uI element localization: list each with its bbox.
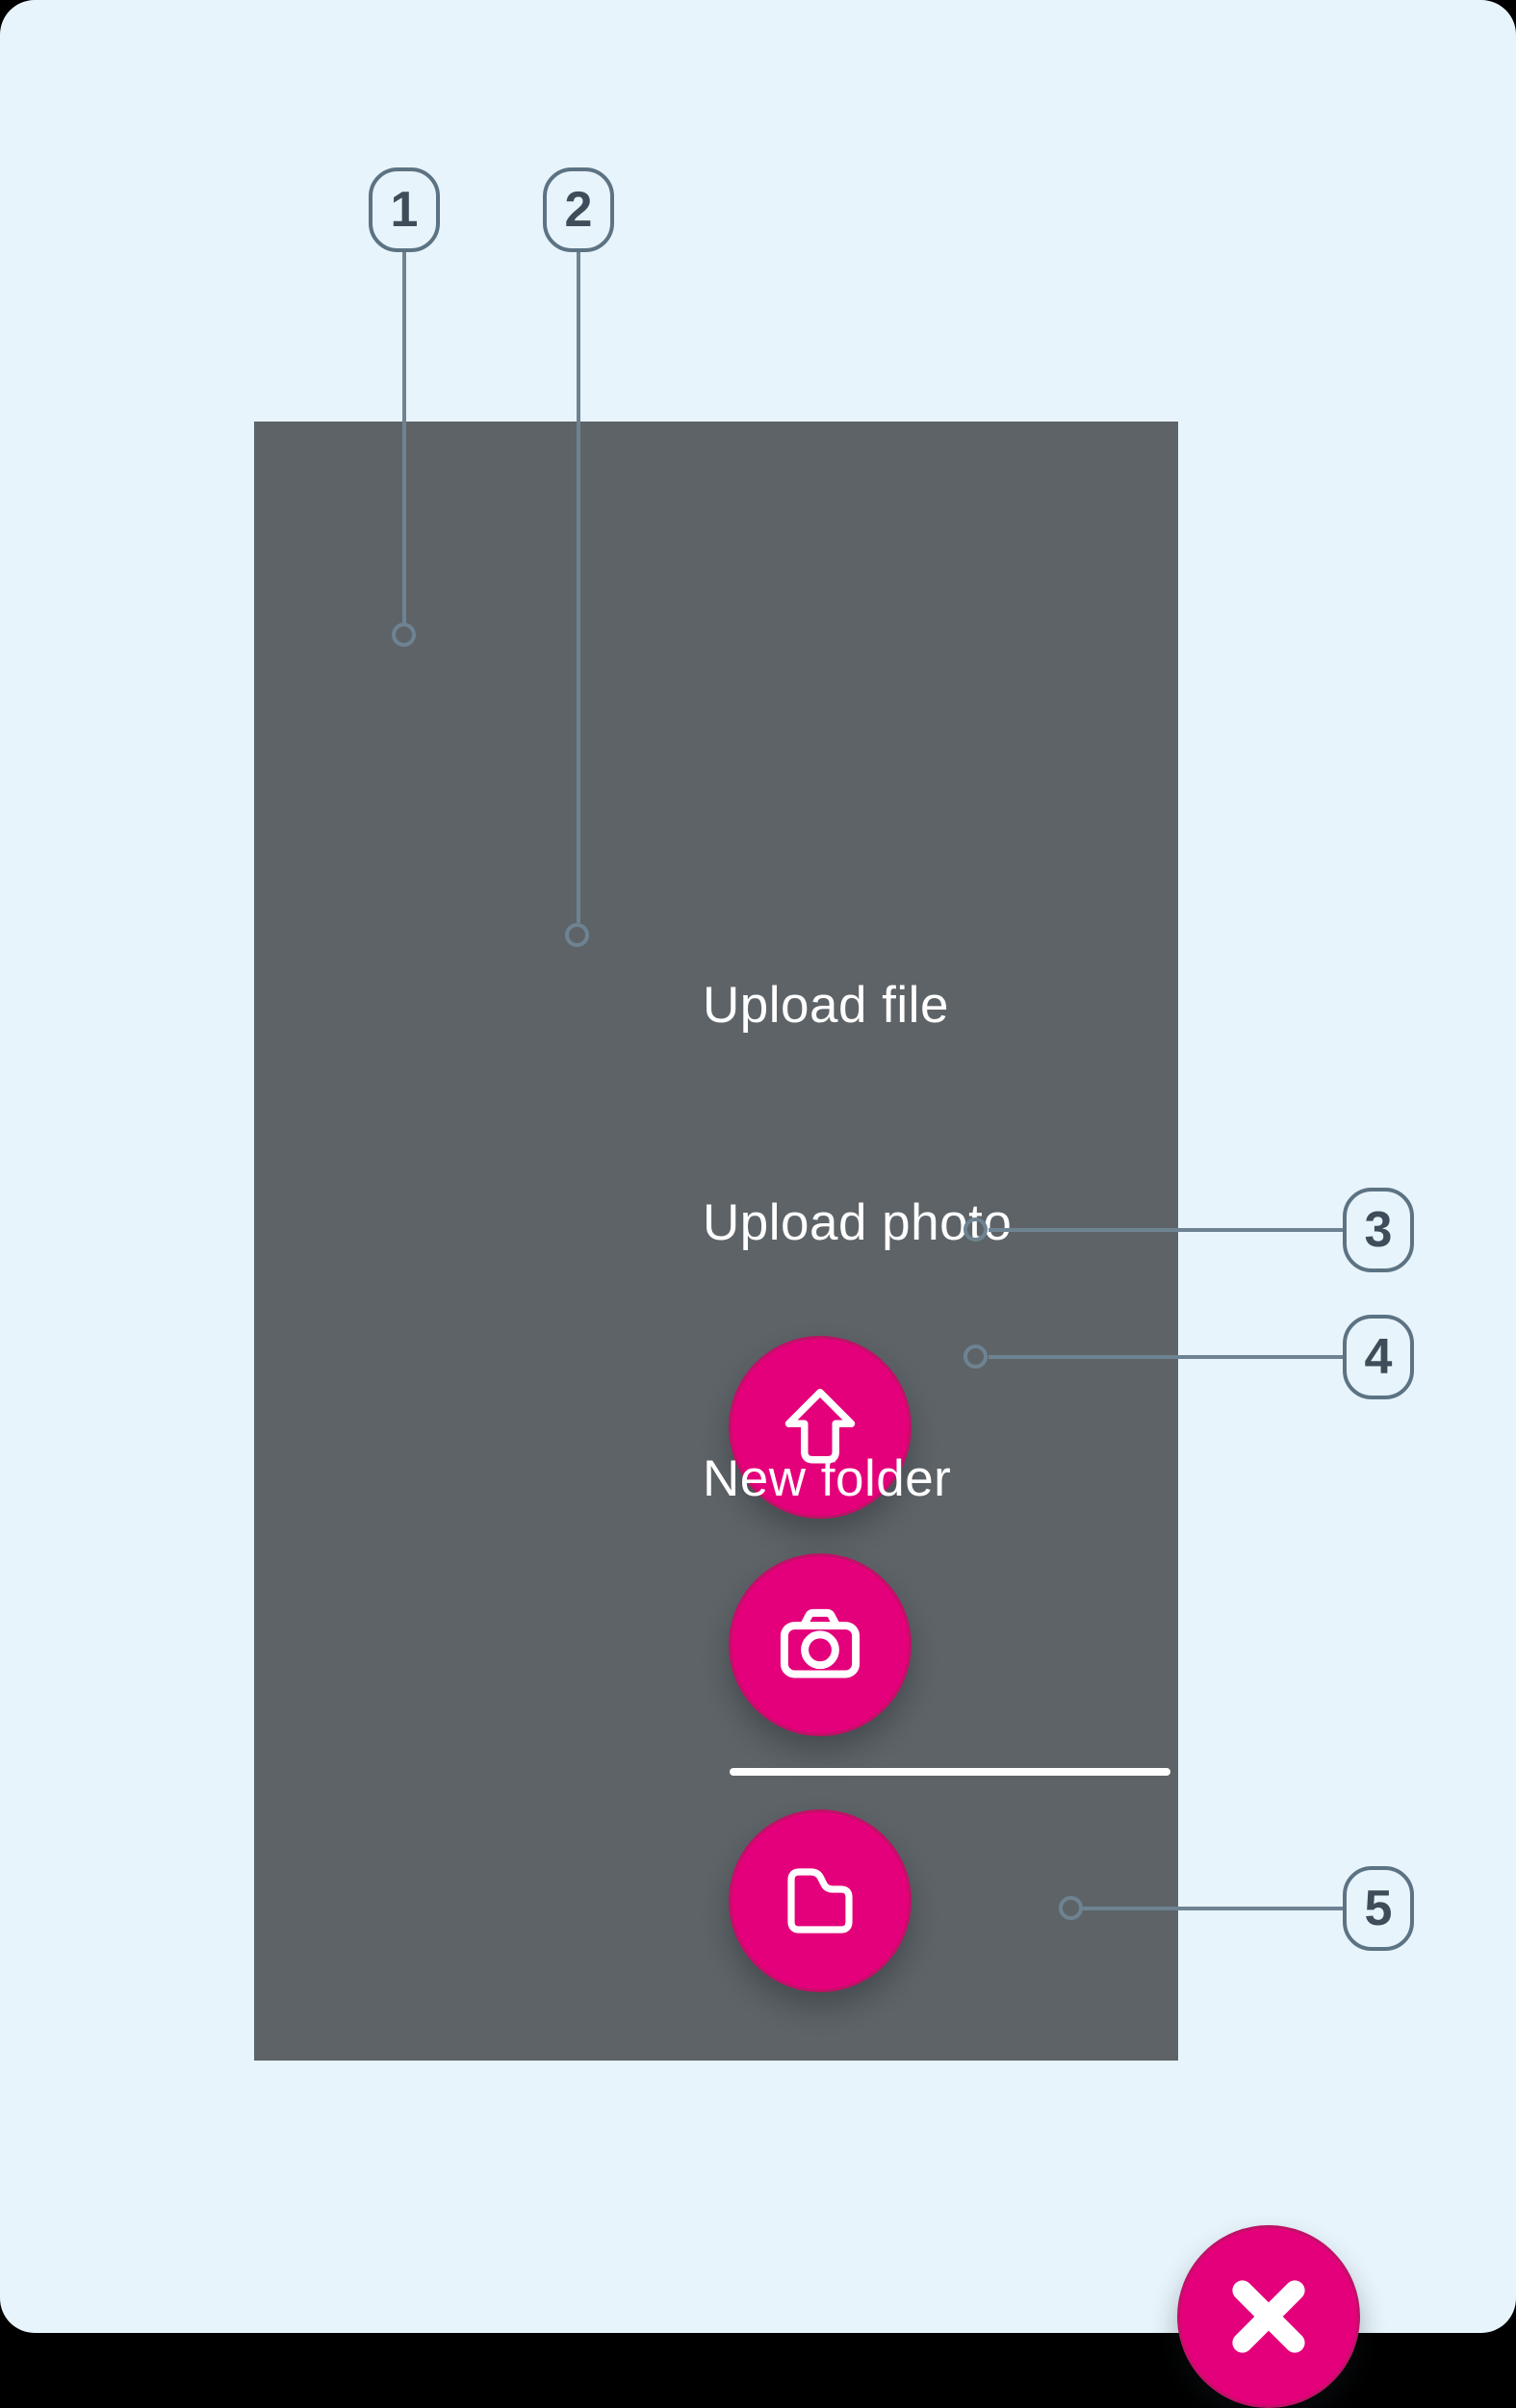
callout-1-bubble: 1 [369,167,440,252]
new-folder-button[interactable] [729,1809,912,1992]
callout-4-line [989,1355,1343,1359]
callout-3-number: 3 [1364,1202,1393,1258]
upload-file-label[interactable]: Upload file [703,977,949,1034]
upload-photo-button[interactable] [729,1553,912,1736]
upload-arrow-icon [772,1379,868,1475]
close-x-icon [1207,2255,1330,2378]
callout-3-endpoint-circle [964,1217,988,1242]
callout-1-number: 1 [390,182,419,238]
callout-2-line [577,252,580,923]
callout-4-endpoint-circle [964,1345,988,1369]
callout-5-line [1083,1907,1343,1910]
new-folder-label[interactable]: New folder [703,1450,952,1507]
callout-3-bubble: 3 [1343,1188,1414,1272]
callout-2-bubble: 2 [543,167,614,252]
folder-icon [774,1855,866,1947]
callout-2-number: 2 [564,182,593,238]
callout-2-endpoint-circle [565,923,589,947]
callout-1-endpoint-circle [392,623,416,647]
callout-5-bubble: 5 [1343,1866,1414,1951]
upload-photo-label[interactable]: Upload photo [703,1194,1013,1251]
callout-3-line [989,1228,1343,1232]
upload-file-button[interactable] [729,1336,912,1519]
close-button[interactable] [1177,2225,1360,2408]
callout-5-number: 5 [1364,1881,1393,1936]
callout-4-number: 4 [1364,1329,1393,1385]
camera-icon [769,1594,871,1696]
menu-divider [730,1768,1170,1776]
callout-4-bubble: 4 [1343,1315,1414,1399]
callout-5-endpoint-circle [1059,1896,1083,1920]
callout-1-line [402,252,406,623]
